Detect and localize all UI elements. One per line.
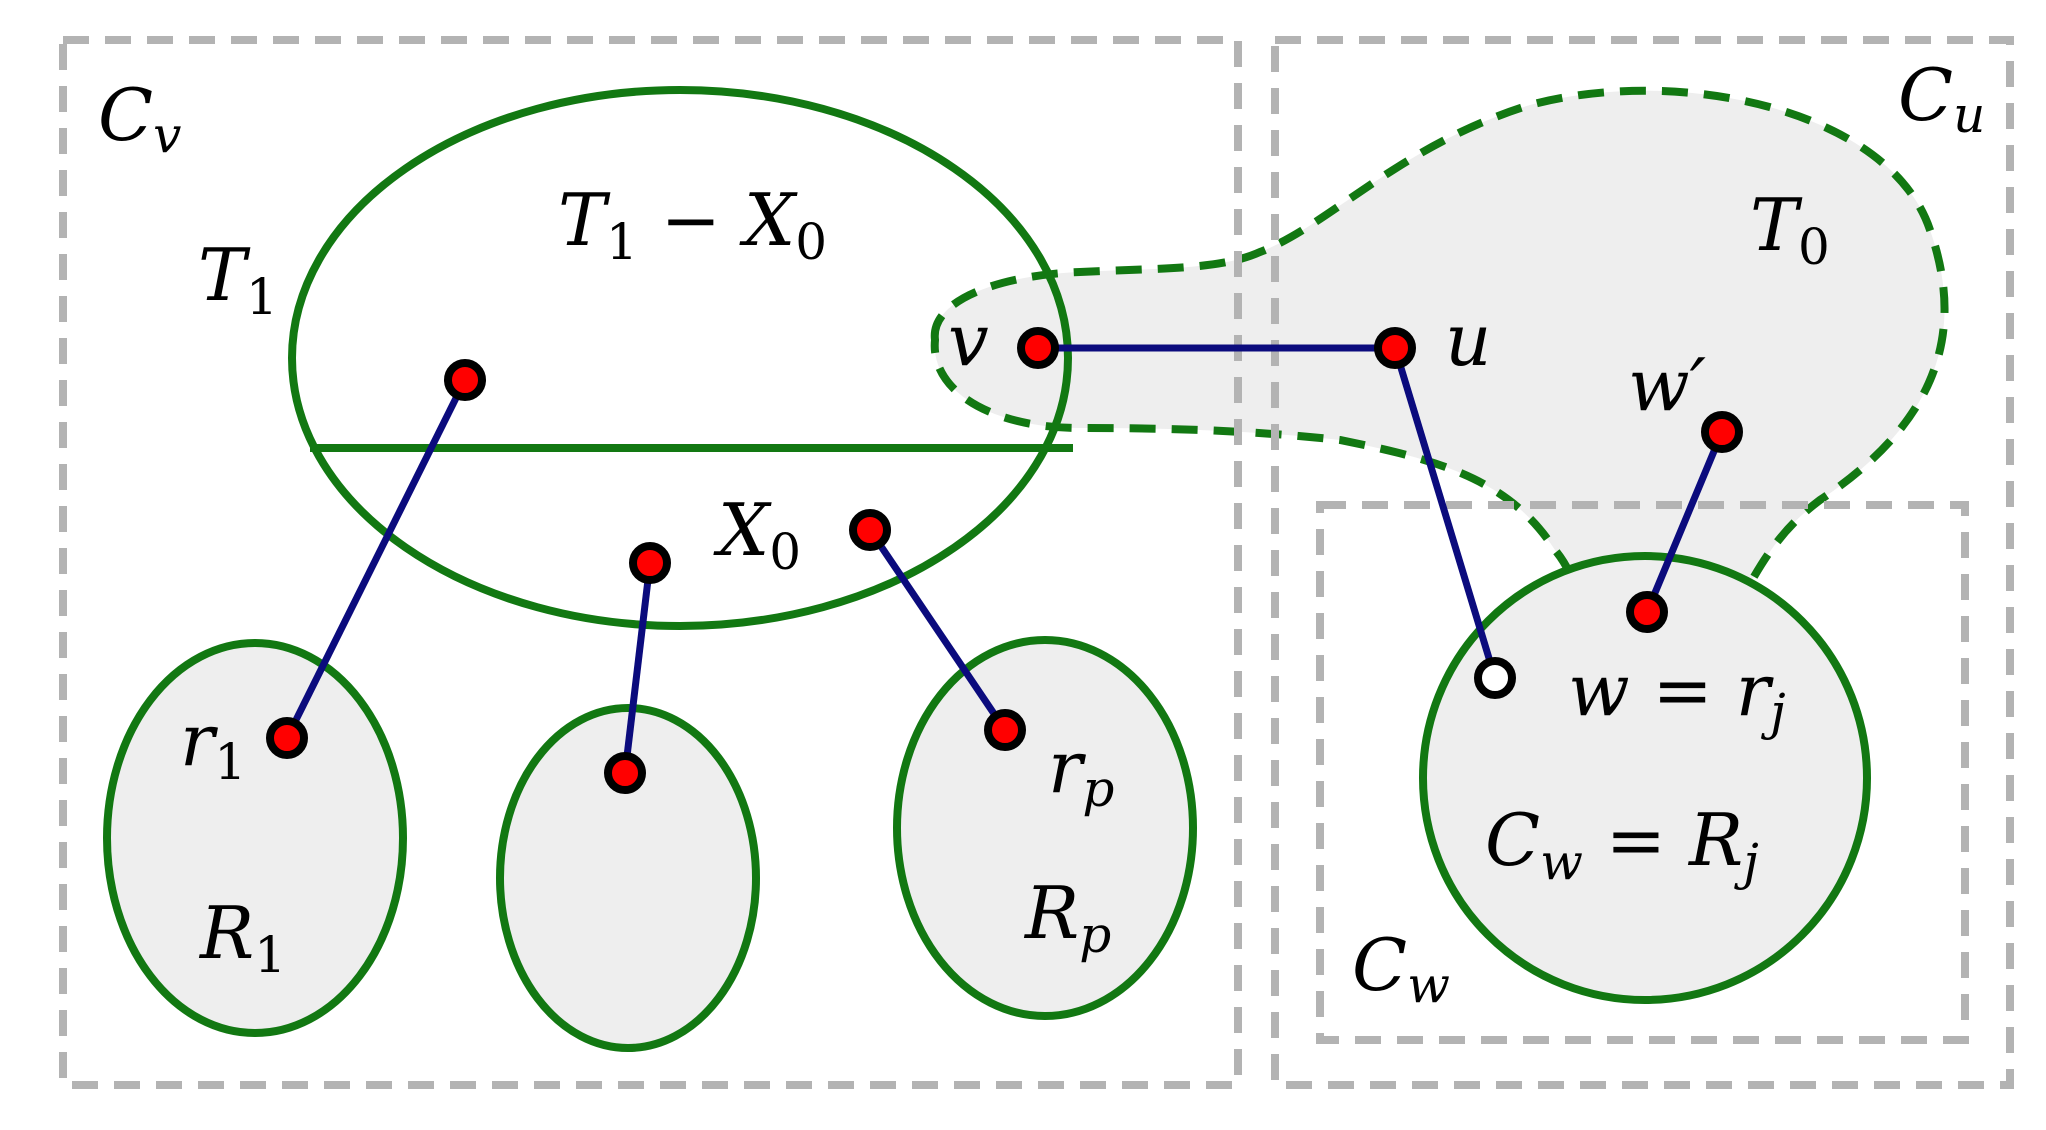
edges [283,344,1726,774]
label-rp: rp [1048,725,1114,818]
ellipse-r-mid [496,704,760,1052]
vertex-rp [984,709,1026,751]
edge-x0-rp [867,528,1008,732]
edge-u-open [1391,346,1499,680]
vertex-open [1474,657,1516,699]
ellipse-rp [893,636,1197,1020]
label-u: u [1445,298,1491,382]
box-c-v [59,36,1242,1089]
edge-x0-mid [621,562,654,774]
region-t0 [930,86,1949,662]
label-x0: X0 [713,488,801,581]
circle-cw-rj [1419,552,1871,1004]
label-c-u: Cu [1898,53,1985,144]
ellipse-r1 [103,639,407,1037]
vertex-x0-right [849,509,891,551]
box-c-u [1271,36,2014,1089]
label-c-v: Cv [98,73,181,164]
label-capital-r1: R1 [198,891,286,984]
vertex-t1 [444,359,486,401]
label-c-w: Cw [1352,923,1450,1014]
vertices [266,327,1743,794]
label-cw-eq-rj: Cw = Rj [1485,798,1759,891]
edge-wprime-w [1643,430,1726,614]
vertex-x0-mid [629,542,671,584]
label-t1-minus-x0: T1 − X0 [558,178,827,271]
label-w-eq-rj: w = rj [1568,648,1786,741]
label-t0: T0 [1750,183,1830,276]
vertex-w-prime [1701,411,1743,453]
vertex-v [1017,327,1059,369]
label-t1: T1 [198,233,278,326]
vertex-r-mid [604,752,646,794]
vertex-u [1374,327,1416,369]
edge-t1-r1 [283,378,469,740]
label-capital-rp: Rp [1023,871,1111,964]
label-r1: r1 [180,698,246,791]
ellipse-t1 [288,86,1072,630]
label-w-prime: w′ [1628,343,1706,427]
vertex-r1 [266,717,308,759]
vertex-w [1626,591,1668,633]
label-v: v [948,298,989,382]
